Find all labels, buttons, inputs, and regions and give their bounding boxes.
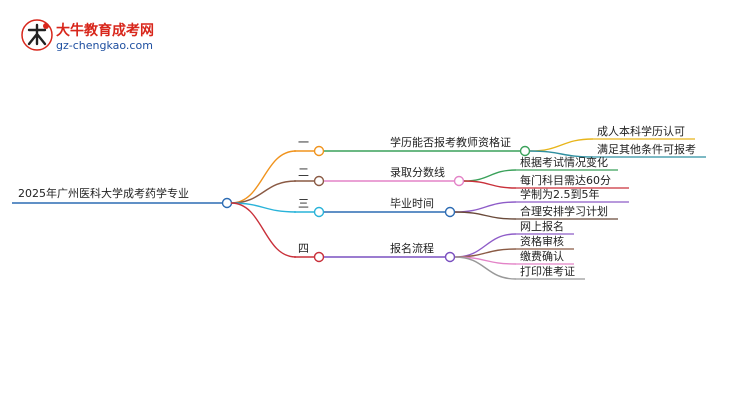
topic-label: 录取分数线	[390, 165, 445, 179]
branch-connector	[230, 150, 297, 204]
topic-label: 学历能否报考教师资格证	[390, 135, 511, 149]
root-label: 2025年广州医科大学成考药学专业	[18, 186, 189, 200]
leaf-connector	[463, 180, 517, 189]
topic-node	[444, 251, 456, 263]
topic-label: 毕业时间	[390, 197, 434, 210]
leaf-connector	[454, 256, 517, 280]
leaf-label: 缴费确认	[520, 249, 564, 263]
branch-node	[313, 251, 325, 263]
leaf-label: 打印准考证	[520, 264, 575, 278]
branch-index: 一	[298, 136, 309, 149]
topic-node	[519, 145, 531, 157]
topic-node	[453, 175, 465, 187]
leaf-connector	[529, 138, 594, 152]
branch-index: 四	[298, 242, 309, 255]
leaf-label: 成人本科学历认可	[597, 124, 685, 138]
niu-logo-icon	[21, 19, 53, 51]
branch-connector	[230, 202, 297, 213]
root-node	[221, 197, 233, 209]
logo-brand: 大牛教育成考网	[56, 23, 154, 39]
leaf-label: 学制为2.5到5年	[520, 187, 600, 201]
topic-node	[444, 206, 456, 218]
branch-node	[313, 206, 325, 218]
branch-node	[313, 175, 325, 187]
leaf-label: 网上报名	[520, 219, 564, 233]
leaf-connector	[454, 211, 517, 220]
branch-node	[313, 145, 325, 157]
leaf-label: 满足其他条件可报考	[597, 142, 696, 156]
leaf-connector	[529, 150, 594, 158]
branch-connector	[230, 180, 297, 204]
leaf-connector	[463, 169, 517, 182]
leaf-label: 根据考试情况变化	[520, 155, 608, 169]
leaf-connector	[454, 201, 517, 213]
branch-index: 三	[298, 197, 309, 210]
branch-connector	[230, 202, 297, 258]
topic-label: 报名流程	[390, 241, 434, 255]
leaf-label: 每门科目需达60分	[520, 173, 611, 187]
leaf-label: 合理安排学习计划	[520, 204, 608, 218]
leaf-label: 资格审核	[520, 234, 564, 248]
site-logo: 大牛教育成考网 gz-chengkao.com	[20, 18, 160, 54]
logo-url: gz-chengkao.com	[56, 39, 153, 52]
branch-index: 二	[298, 166, 309, 179]
